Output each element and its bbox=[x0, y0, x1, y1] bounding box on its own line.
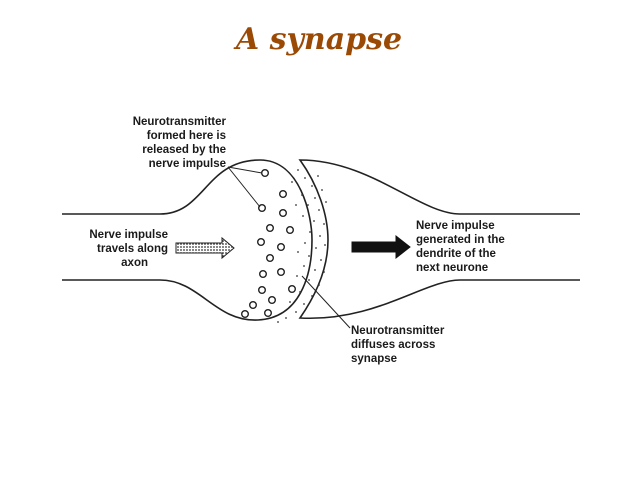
vesicle bbox=[277, 242, 286, 251]
dendrite-outline bbox=[298, 159, 580, 319]
solid-arrow-icon bbox=[351, 234, 411, 260]
pointer-line bbox=[301, 275, 351, 329]
pointer-line bbox=[227, 166, 261, 208]
label-nerve-impulse-axon: Nerve impulse travels along axon bbox=[89, 229, 168, 269]
vesicle bbox=[258, 203, 267, 212]
vesicle bbox=[286, 225, 295, 234]
label-line: formed here is bbox=[147, 130, 226, 142]
pointer-line bbox=[227, 166, 263, 174]
label-line: travels along bbox=[97, 243, 168, 255]
label-neurotransmitter-formed: Neurotransmitter formed here is released… bbox=[133, 116, 227, 170]
vesicle bbox=[266, 223, 275, 232]
vesicle bbox=[279, 208, 288, 217]
vesicle bbox=[268, 296, 277, 305]
label-line: Nerve impulse bbox=[416, 220, 495, 232]
vesicle bbox=[259, 270, 268, 279]
vesicle bbox=[257, 237, 266, 246]
label-line: axon bbox=[121, 257, 148, 269]
vesicle bbox=[266, 253, 275, 262]
vesicle bbox=[258, 286, 267, 295]
label-line: next neurone bbox=[416, 262, 488, 274]
label-line: released by the bbox=[142, 144, 226, 156]
vesicle bbox=[277, 268, 286, 277]
label-line: diffuses across bbox=[351, 339, 435, 351]
label-neurotransmitter-diffuses: Neurotransmitter diffuses across synapse bbox=[351, 325, 445, 365]
vesicle bbox=[288, 285, 297, 294]
label-line: nerve impulse bbox=[149, 158, 226, 170]
hatched-arrow-icon bbox=[175, 236, 235, 260]
label-nerve-impulse-dendrite: Nerve impulse generated in the dendrite … bbox=[416, 220, 505, 274]
vesicle bbox=[261, 168, 270, 177]
neurotransmitter-dots bbox=[277, 169, 327, 323]
label-line: synapse bbox=[351, 353, 397, 365]
vesicles bbox=[240, 168, 297, 319]
axon-terminal-outline bbox=[62, 159, 313, 321]
slide-title: A synapse bbox=[235, 22, 403, 57]
vesicle bbox=[240, 310, 249, 319]
vesicle bbox=[279, 189, 288, 198]
vesicle bbox=[264, 309, 273, 318]
label-line: Nerve impulse bbox=[89, 229, 168, 241]
label-line: Neurotransmitter bbox=[351, 325, 445, 337]
vesicle bbox=[248, 301, 257, 310]
label-line: generated in the bbox=[416, 234, 505, 246]
label-line: dendrite of the bbox=[416, 248, 496, 260]
label-line: Neurotransmitter bbox=[133, 116, 227, 128]
